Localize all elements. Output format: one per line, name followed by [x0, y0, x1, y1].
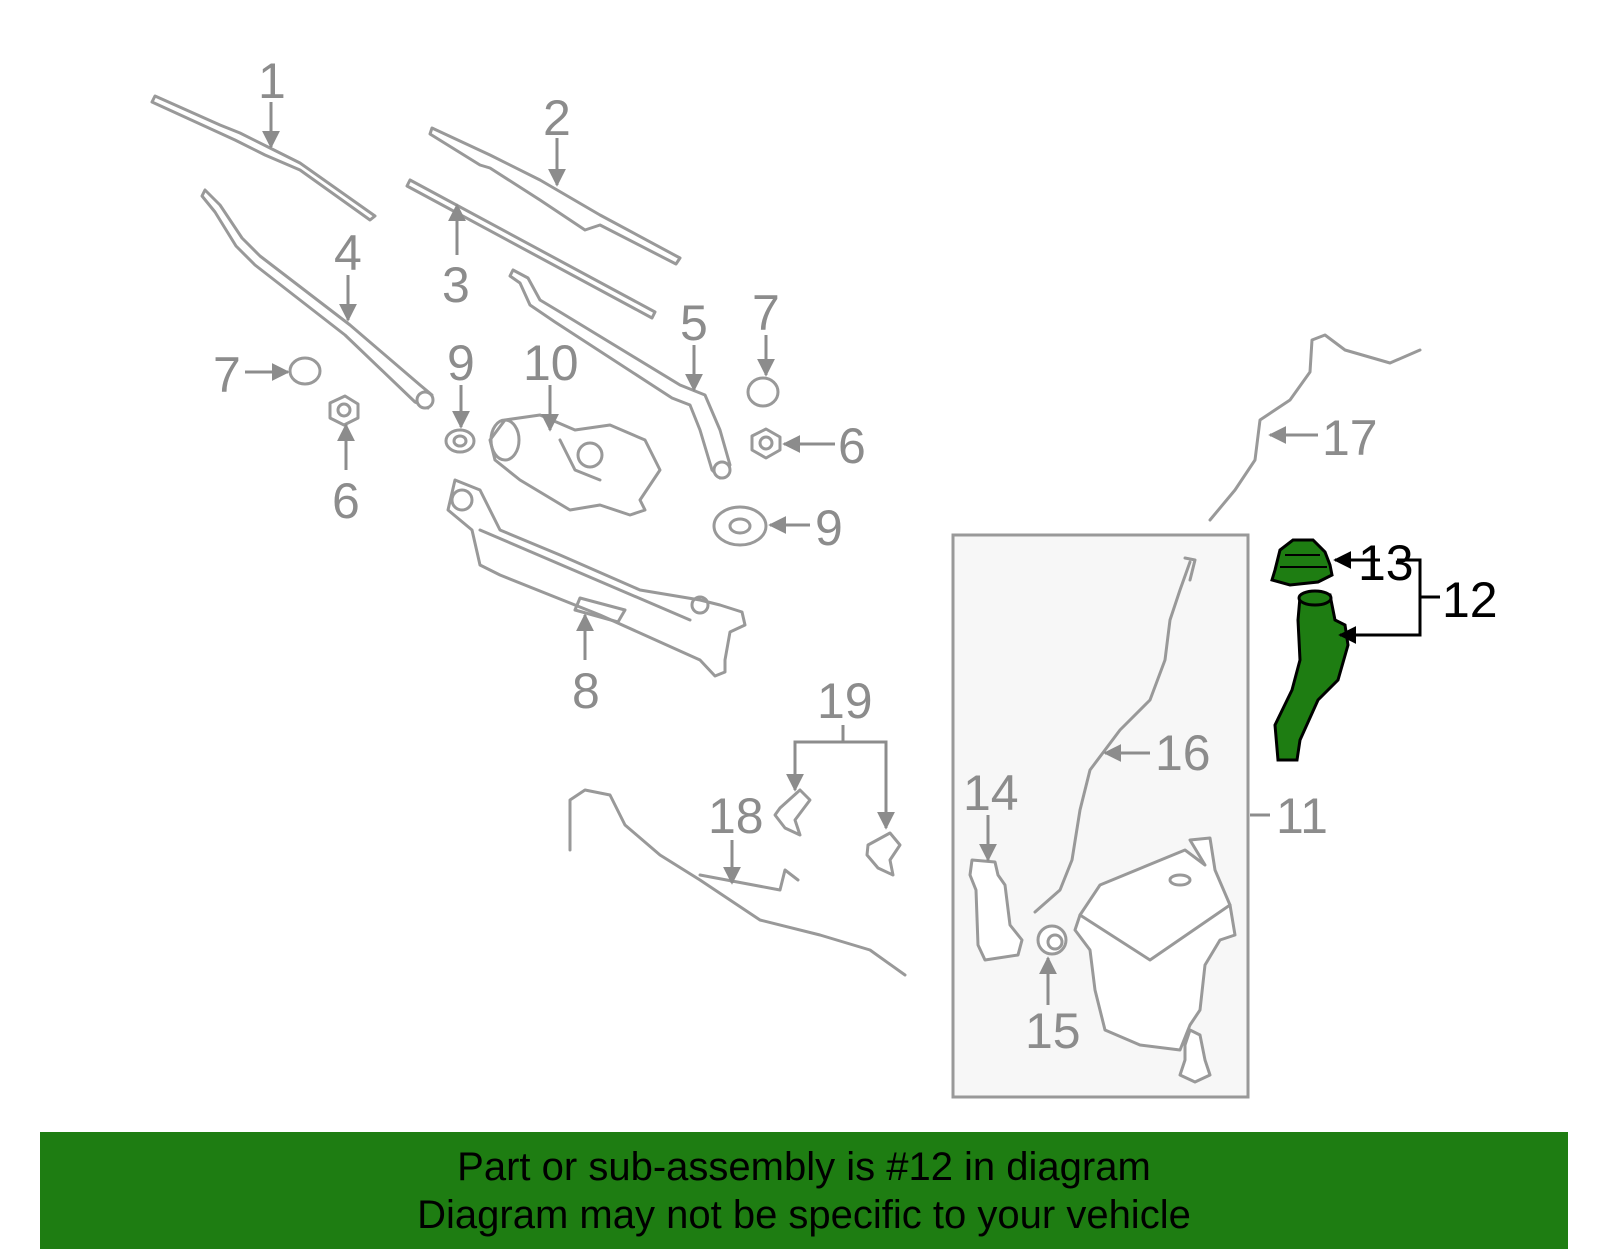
part-6-nut-left — [328, 394, 360, 427]
part-3-blade-refill — [405, 178, 657, 320]
part-13-filler-cap — [1270, 538, 1334, 587]
callout-15: 15 — [1025, 1003, 1081, 1059]
part-7-washer-left — [288, 356, 322, 386]
part-14-washer-pump — [968, 858, 1024, 962]
part-2-wiper-blade — [428, 126, 682, 266]
callout-17: 17 — [1322, 410, 1378, 466]
callout-3: 3 — [442, 257, 470, 313]
callout-16: 16 — [1155, 725, 1211, 781]
callout-6-left: 6 — [332, 473, 360, 529]
part-1-wiper-blade — [150, 94, 377, 222]
callout-6-right: 6 — [838, 418, 866, 474]
callout-8: 8 — [572, 663, 600, 719]
part-12-filler-neck — [1273, 589, 1350, 762]
callout-5: 5 — [680, 295, 708, 351]
callout-10: 10 — [523, 335, 579, 391]
callout-19: 19 — [817, 673, 873, 729]
callout-7-right: 7 — [752, 285, 780, 341]
part-19-clip-left — [773, 788, 812, 837]
part-8-wiper-linkage — [446, 478, 747, 678]
leader-lines — [245, 102, 1440, 1005]
part-5-wiper-arm — [508, 268, 732, 480]
banner-line-disclaimer: Diagram may not be specific to your vehi… — [417, 1192, 1191, 1237]
part-7-washer-right — [746, 376, 780, 408]
callout-13: 13 — [1358, 535, 1414, 591]
banner-line-part-number: Part or sub-assembly is #12 in diagram — [457, 1144, 1151, 1189]
callout-2: 2 — [543, 90, 571, 146]
part-16-washer-hose — [1033, 556, 1197, 914]
part-9-grommet-right — [712, 505, 768, 547]
part-4-wiper-arm — [200, 188, 435, 410]
callout-7-left: 7 — [213, 347, 241, 403]
part-17-washer-hose — [1208, 333, 1422, 522]
callout-12: 12 — [1442, 572, 1498, 628]
info-banner: Part or sub-assembly is #12 in diagram D… — [40, 1132, 1568, 1249]
callout-1: 1 — [258, 53, 286, 109]
callout-9-right: 9 — [815, 500, 843, 556]
callout-11: 11 — [1276, 788, 1328, 844]
callout-9-left: 9 — [447, 335, 475, 391]
part-6-nut-right — [750, 427, 782, 460]
part-11-reservoir-tank — [1073, 836, 1237, 1084]
part-10-wiper-motor — [488, 413, 662, 517]
callout-4: 4 — [334, 225, 362, 281]
callout-14: 14 — [963, 765, 1019, 821]
part-15-pump-grommet — [1036, 924, 1068, 956]
part-9-grommet-left — [444, 428, 476, 454]
callout-18: 18 — [708, 788, 764, 844]
part-19-clip-right — [865, 831, 902, 877]
